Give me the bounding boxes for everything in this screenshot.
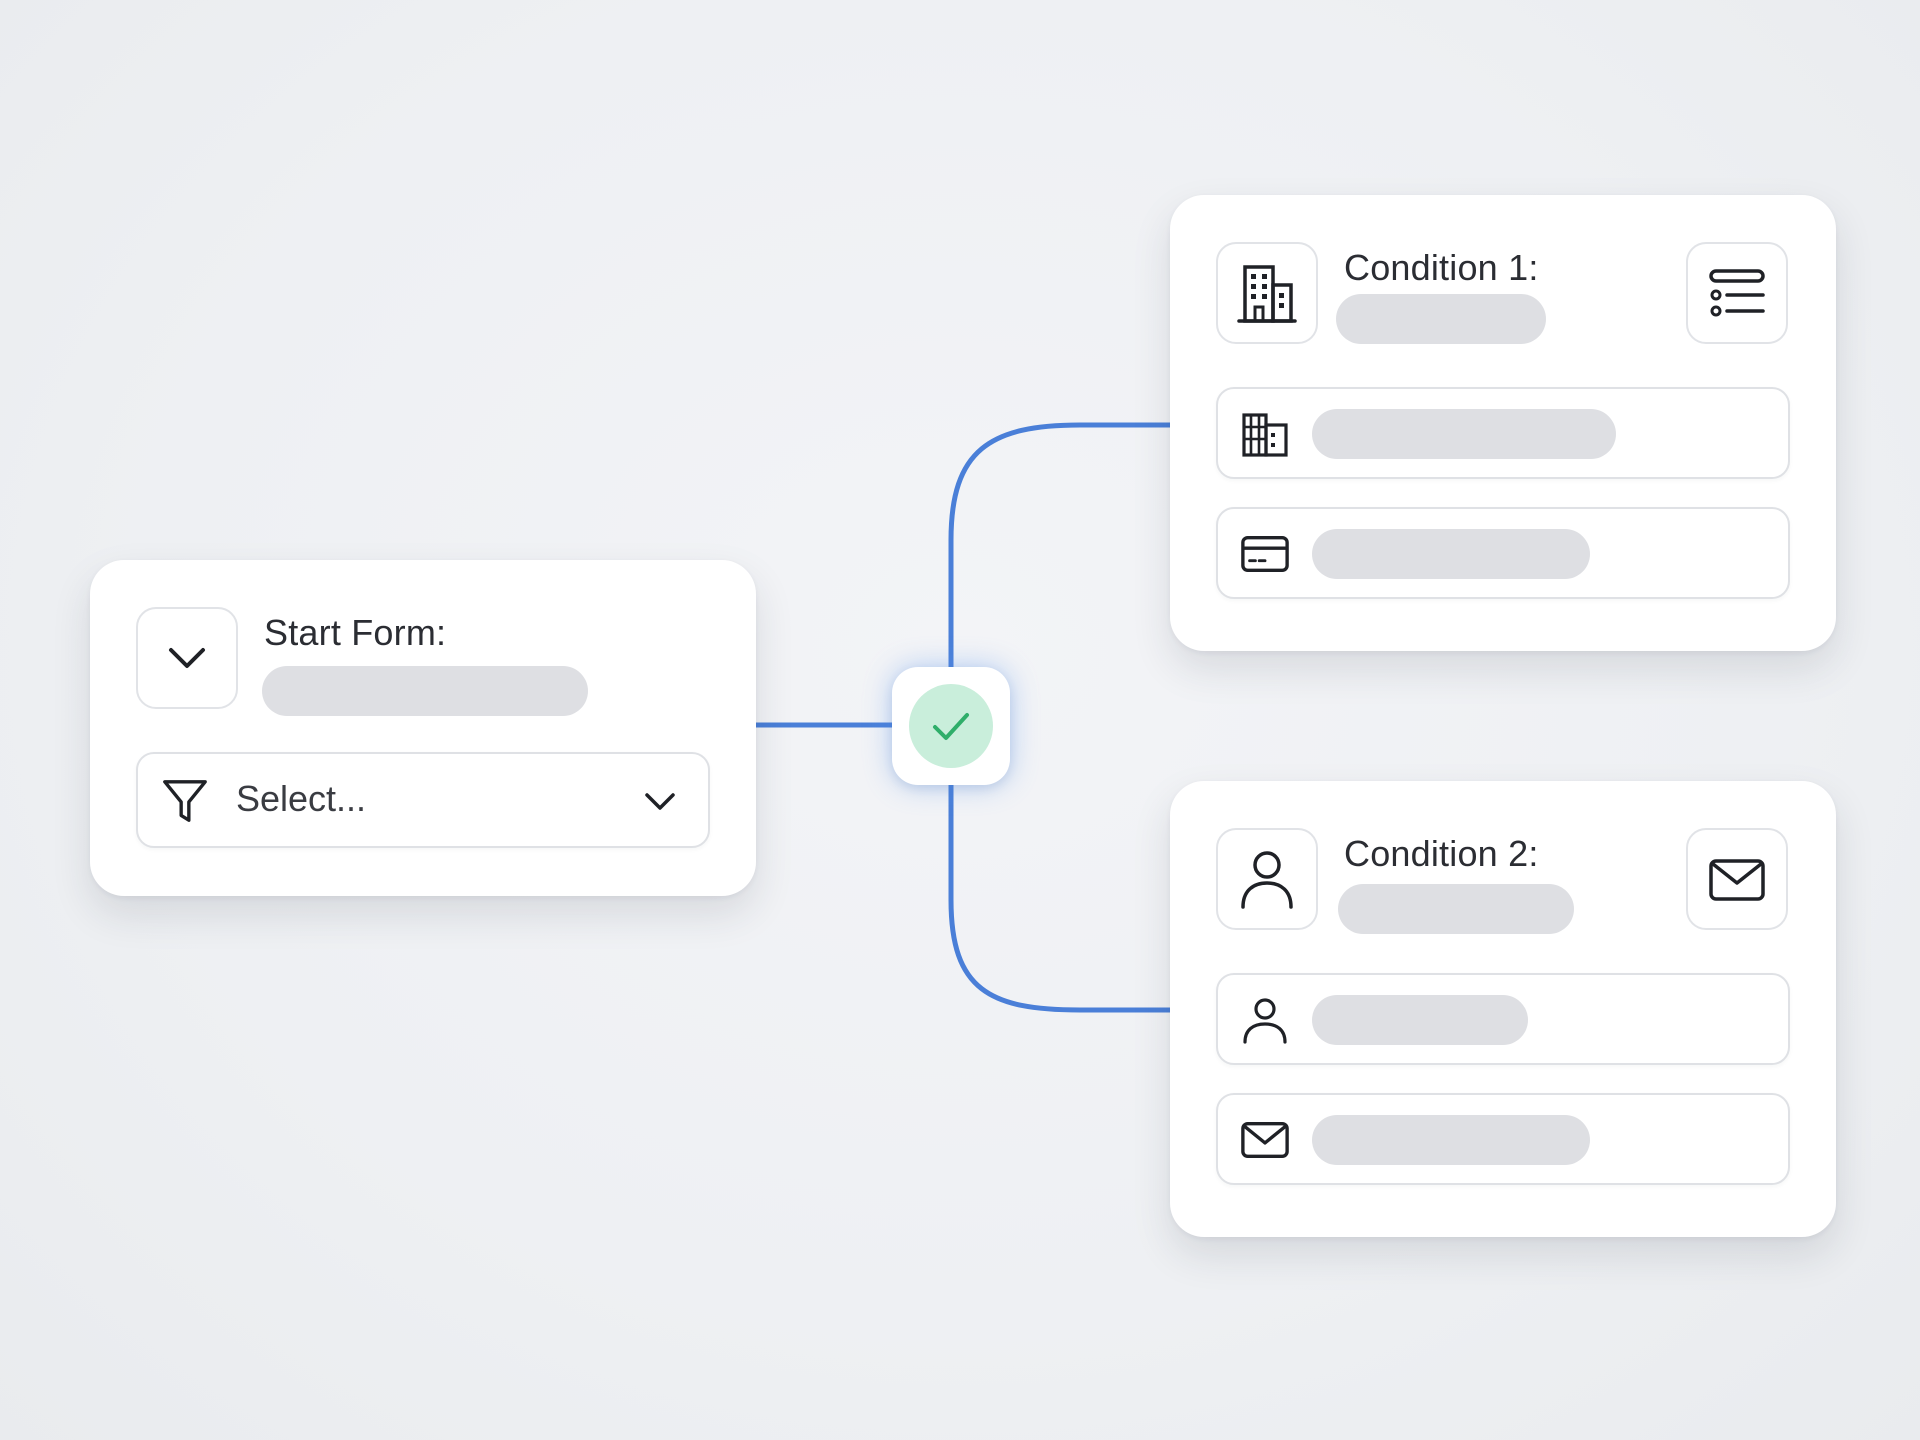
condition-1-type-button[interactable] bbox=[1216, 242, 1318, 344]
check-icon bbox=[933, 713, 969, 740]
condition-1-card: Condition 1: bbox=[1170, 195, 1836, 651]
user-value-placeholder bbox=[1312, 995, 1528, 1045]
list-icon bbox=[1709, 269, 1765, 317]
select-placeholder: Select... bbox=[236, 778, 367, 819]
select-dropdown[interactable]: Select... bbox=[136, 752, 710, 848]
condition-2-name-placeholder bbox=[1338, 884, 1574, 934]
start-form-name-placeholder bbox=[262, 666, 588, 716]
mail-icon bbox=[1240, 1115, 1290, 1165]
condition-2-mail-button[interactable] bbox=[1686, 828, 1788, 930]
mail-icon bbox=[1709, 859, 1765, 901]
chevron-down-icon bbox=[169, 648, 205, 668]
condition-2-row-user[interactable] bbox=[1216, 973, 1790, 1065]
connector-hub-to-condition-1 bbox=[948, 422, 1170, 667]
credit-card-icon bbox=[1240, 529, 1290, 579]
condition-1-row-payment[interactable] bbox=[1216, 507, 1790, 599]
condition-2-card: Condition 2: bbox=[1170, 781, 1836, 1237]
connector-hub-to-condition-2 bbox=[948, 785, 1170, 1013]
company-value-placeholder bbox=[1312, 409, 1616, 459]
payment-value-placeholder bbox=[1312, 529, 1590, 579]
condition-1-row-company[interactable] bbox=[1216, 387, 1790, 479]
hub-check-badge bbox=[909, 684, 993, 768]
chevron-down-icon bbox=[645, 793, 675, 810]
start-form-toggle-button[interactable] bbox=[136, 607, 238, 709]
condition-hub[interactable] bbox=[892, 667, 1010, 785]
user-icon bbox=[1241, 851, 1293, 909]
office-building-icon bbox=[1240, 409, 1290, 459]
email-value-placeholder bbox=[1312, 1115, 1590, 1165]
condition-2-row-email[interactable] bbox=[1216, 1093, 1790, 1185]
building-icon bbox=[1237, 265, 1297, 323]
condition-2-type-button[interactable] bbox=[1216, 828, 1318, 930]
condition-1-list-button[interactable] bbox=[1686, 242, 1788, 344]
condition-1-title: Condition 1: bbox=[1344, 247, 1539, 288]
start-form-card: Start Form: Select... bbox=[90, 560, 756, 896]
condition-2-title: Condition 2: bbox=[1344, 833, 1539, 874]
filter-icon bbox=[160, 776, 210, 826]
condition-1-name-placeholder bbox=[1336, 294, 1546, 344]
start-form-title: Start Form: bbox=[264, 612, 447, 653]
user-icon bbox=[1240, 995, 1290, 1045]
